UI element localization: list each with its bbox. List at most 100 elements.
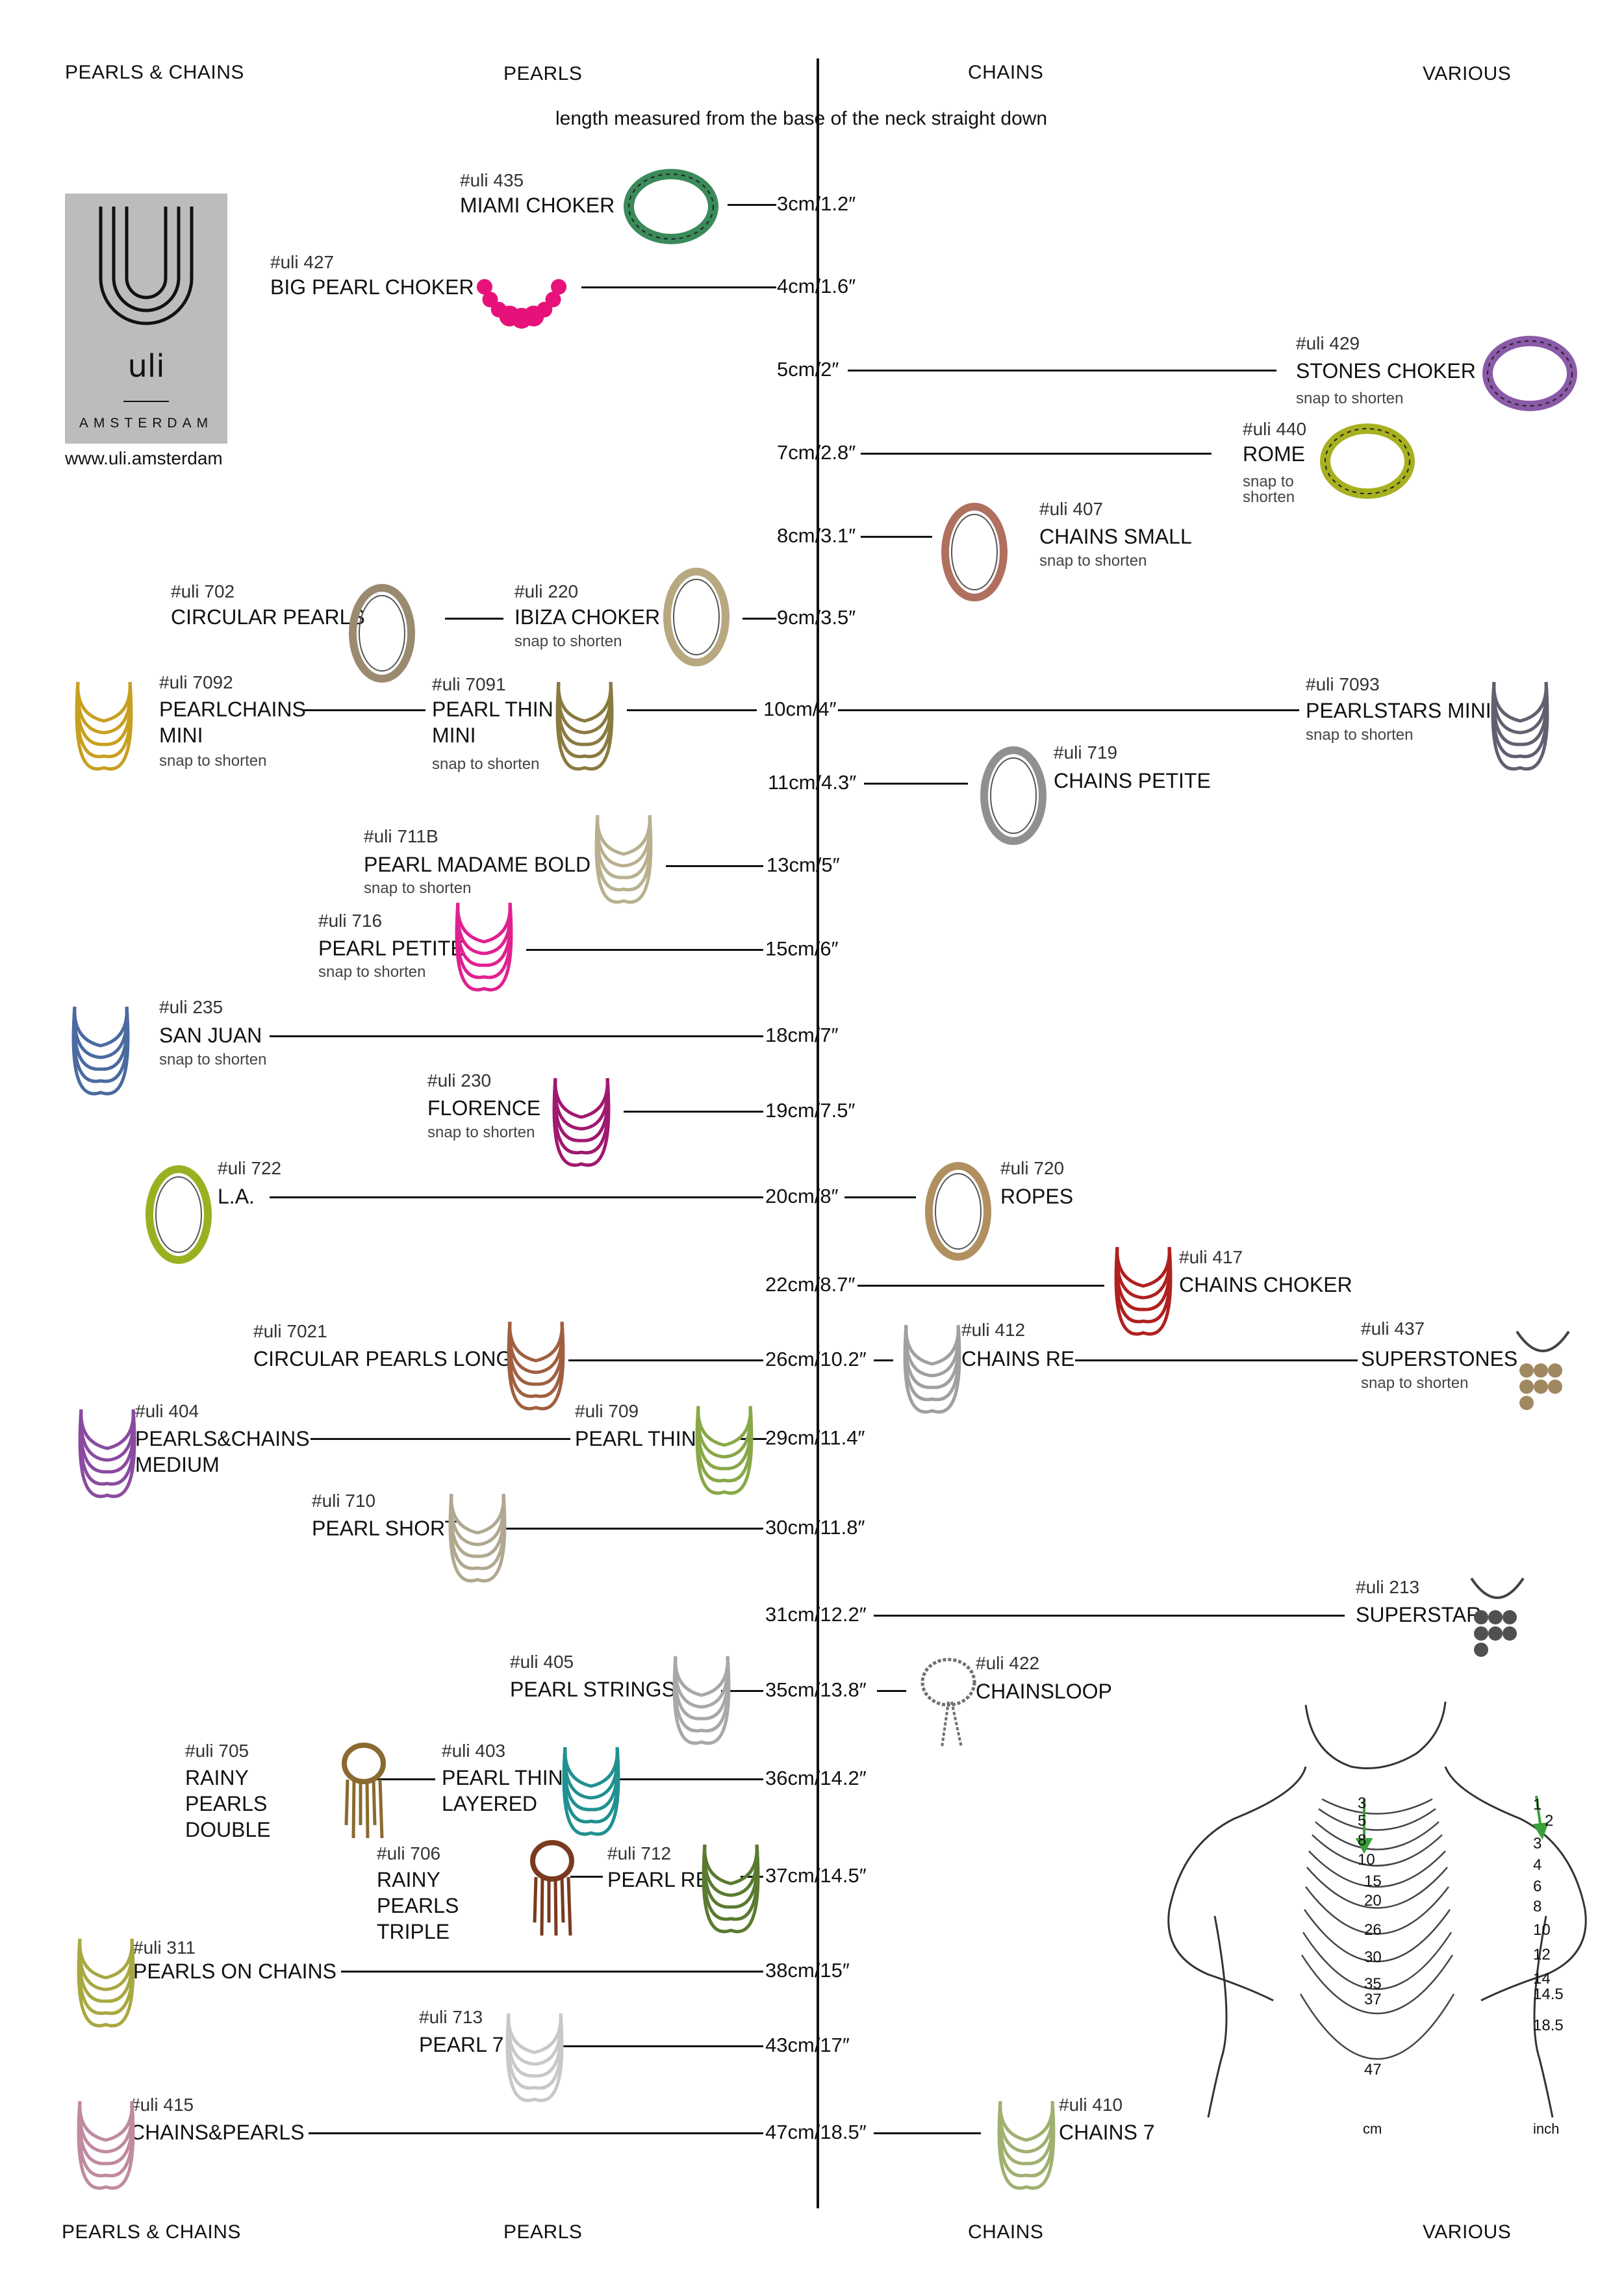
necklace-icon	[1507, 1325, 1579, 1432]
item-code: #uli 435	[460, 170, 524, 190]
cm-mark: 47	[1364, 2060, 1382, 2078]
item-name: CIRCULAR PEARLS LONG	[253, 1347, 513, 1370]
item-code: #uli 713	[419, 2007, 483, 2027]
item-code: #uli 213	[1356, 1577, 1420, 1597]
necklace-icon	[68, 675, 140, 783]
item-name: PEARL 7	[419, 2033, 504, 2056]
item-code: #uli 427	[270, 252, 335, 272]
header-pearls: PEARLS	[503, 63, 583, 84]
item-snap-note: snap to shorten	[1361, 1374, 1469, 1392]
measure-label: 15cm/6″	[765, 937, 839, 960]
item-code: #uli 705	[185, 1741, 249, 1761]
necklace-illustration	[1516, 1330, 1570, 1410]
measure-label: 35cm/13.8″	[765, 1678, 867, 1701]
brand-url: www.uli.amsterdam	[65, 448, 223, 468]
item-code: #uli 429	[1296, 333, 1360, 353]
inch-mark: 1	[1533, 1795, 1542, 1813]
connector-line	[374, 1778, 435, 1780]
item-snap-note: snap to shorten	[1306, 726, 1414, 744]
item-code: #uli 440	[1243, 419, 1307, 439]
connector-line	[721, 1690, 763, 1692]
inch-mark: 3	[1533, 1834, 1542, 1852]
item-name: IBIZA CHOKER	[514, 605, 661, 629]
necklace-icon	[922, 1159, 994, 1267]
connector-line	[742, 618, 776, 620]
necklace-illustration	[920, 1658, 976, 1748]
necklace-icon	[978, 744, 1049, 851]
item-name: PEARL MADAME BOLD	[364, 853, 591, 876]
measure-label: 11cm/4.3″	[768, 771, 857, 794]
necklace-icon	[546, 1072, 617, 1179]
item-name: ROME	[1243, 442, 1305, 466]
measure-label: 20cm/8″	[765, 1185, 839, 1207]
measure-label: 3cm/1.2″	[777, 192, 856, 215]
footer-pearls: PEARLS	[503, 2221, 583, 2243]
necklace-illustration	[77, 2100, 135, 2190]
necklace-icon	[896, 1318, 968, 1426]
connector-line	[874, 1615, 1345, 1617]
item-name: PEARL SHORT	[312, 1517, 458, 1540]
connector-line	[874, 1359, 893, 1361]
connector-line	[581, 286, 776, 288]
necklace-illustration	[75, 681, 133, 771]
item-code: #uli 407	[1039, 499, 1104, 519]
necklace-illustration	[1470, 1577, 1525, 1657]
connector-line	[857, 1285, 1104, 1287]
necklace-illustration	[349, 584, 415, 683]
connector-line	[270, 1196, 763, 1198]
item-code: #uli 712	[607, 1843, 672, 1863]
necklace-illustration	[77, 1938, 135, 2028]
necklace-icon	[695, 1838, 767, 1945]
measure-label: 8cm/3.1″	[777, 524, 856, 547]
connector-line	[302, 709, 425, 711]
item-code: #uli 711B	[364, 826, 438, 846]
item-name: SAN JUAN	[159, 1024, 262, 1047]
cm-mark: 3	[1358, 1795, 1367, 1812]
necklace-illustration	[624, 169, 718, 244]
measure-label: 29cm/11.4″	[765, 1426, 865, 1449]
necklace-illustration	[903, 1324, 961, 1414]
necklace-icon	[499, 2007, 570, 2114]
necklace-icon	[588, 809, 659, 916]
necklace-illustration	[702, 1844, 760, 1934]
connector-line	[311, 1438, 570, 1440]
item-name: MIAMI CHOKER	[460, 194, 615, 217]
brand-logo: uli AMSTERDAM	[65, 194, 227, 444]
item-snap-note: snap to shorten	[514, 633, 622, 650]
connector-line	[666, 865, 763, 867]
connector-line	[526, 949, 763, 951]
connector-line	[503, 1528, 763, 1530]
body-outline	[1167, 1701, 1587, 2118]
cm-mark: 30	[1364, 1949, 1382, 1966]
item-name: CHAINSLOOP	[976, 1680, 1112, 1703]
connector-line	[741, 1876, 763, 1878]
connector-line	[624, 1111, 763, 1113]
item-code: #uli 410	[1059, 2095, 1123, 2115]
item-name: PEARL THIN	[575, 1427, 696, 1450]
necklace-icon	[346, 581, 418, 688]
necklace-illustration	[663, 568, 730, 666]
necklace-icon	[1312, 416, 1423, 510]
subtitle: length measured from the base of the nec…	[555, 108, 1048, 129]
measure-label: 26cm/10.2″	[765, 1348, 867, 1370]
connector-line	[341, 1971, 763, 1973]
item-snap-note: snap to shorten	[1039, 552, 1147, 570]
necklace-icon	[666, 1650, 737, 1757]
necklace-illustration	[71, 1006, 130, 1096]
necklace-illustration	[695, 1406, 754, 1495]
necklace-icon	[466, 253, 577, 347]
cm-mark: 15	[1364, 1873, 1382, 1890]
necklace-icon	[1475, 328, 1585, 422]
connector-line	[877, 1690, 906, 1692]
item-code: #uli 710	[312, 1491, 376, 1511]
item-code: #uli 702	[171, 581, 235, 601]
measure-label: 36cm/14.2″	[765, 1767, 867, 1789]
connector-line	[861, 453, 1212, 455]
item-name: FLORENCE	[427, 1096, 541, 1120]
item-code: #uli 422	[976, 1653, 1040, 1673]
connector-line	[557, 2045, 763, 2047]
item-code: #uli 7093	[1306, 674, 1380, 694]
item-code: #uli 220	[514, 581, 579, 601]
cm-mark: 5	[1358, 1812, 1367, 1830]
item-snap-note: snap to shorten	[432, 755, 540, 773]
